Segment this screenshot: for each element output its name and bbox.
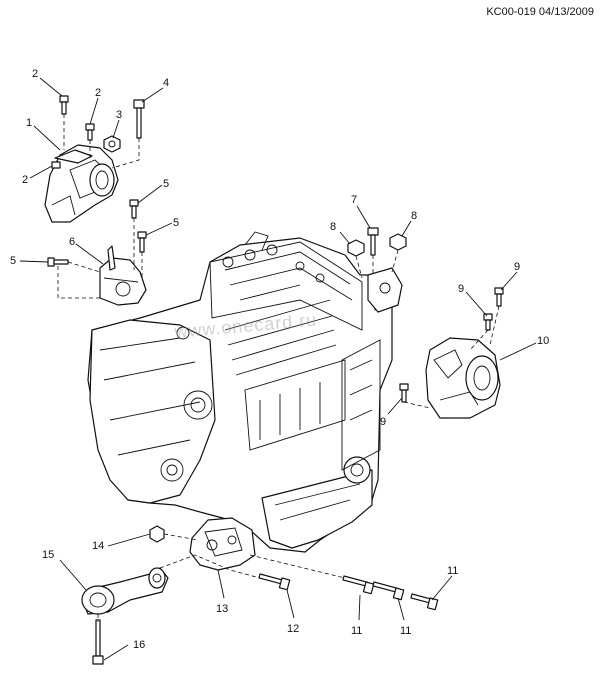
callout-11: 11 — [351, 625, 362, 637]
callout-15: 15 — [42, 549, 54, 561]
callout-13: 13 — [216, 603, 228, 615]
callout-12: 12 — [287, 623, 299, 635]
callout-4: 4 — [163, 77, 169, 89]
callout-9: 9 — [514, 261, 520, 273]
leader-lines — [19, 77, 537, 661]
upper-right-bracket — [367, 267, 403, 313]
callout-8: 8 — [330, 221, 336, 233]
callout-8: 8 — [411, 210, 417, 222]
callout-11: 11 — [447, 565, 458, 577]
transaxle-bracket — [99, 245, 147, 306]
callout-9: 9 — [380, 416, 386, 428]
callout-2: 2 — [32, 68, 38, 80]
callout-5: 5 — [163, 178, 169, 190]
callout-2: 2 — [22, 174, 28, 186]
callout-9: 9 — [458, 283, 464, 295]
callout-2: 2 — [95, 87, 101, 99]
engine-assembly — [87, 231, 396, 553]
callout-5: 5 — [173, 217, 179, 229]
callout-10: 10 — [537, 335, 549, 347]
left-mount-bracket — [44, 144, 119, 223]
callout-7: 7 — [351, 194, 357, 206]
right-engine-mount — [425, 337, 501, 419]
callout-16: 16 — [133, 639, 145, 651]
assembly-lines — [57, 114, 500, 622]
callout-11: 11 — [400, 625, 411, 637]
callout-labels: 2 2 3 4 1 2 5 5 5 6 7 8 8 9 9 9 10 11 11… — [10, 68, 549, 651]
callout-3: 3 — [116, 109, 122, 121]
callout-1: 1 — [26, 117, 32, 129]
callout-14: 14 — [92, 540, 104, 552]
fasteners — [47, 95, 504, 665]
lower-mount-bracket — [189, 517, 256, 571]
rear-engine-mount — [81, 567, 169, 615]
document-code: KC00-019 04/13/2009 — [486, 6, 594, 18]
callout-6: 6 — [69, 236, 75, 248]
callout-5: 5 — [10, 255, 16, 267]
